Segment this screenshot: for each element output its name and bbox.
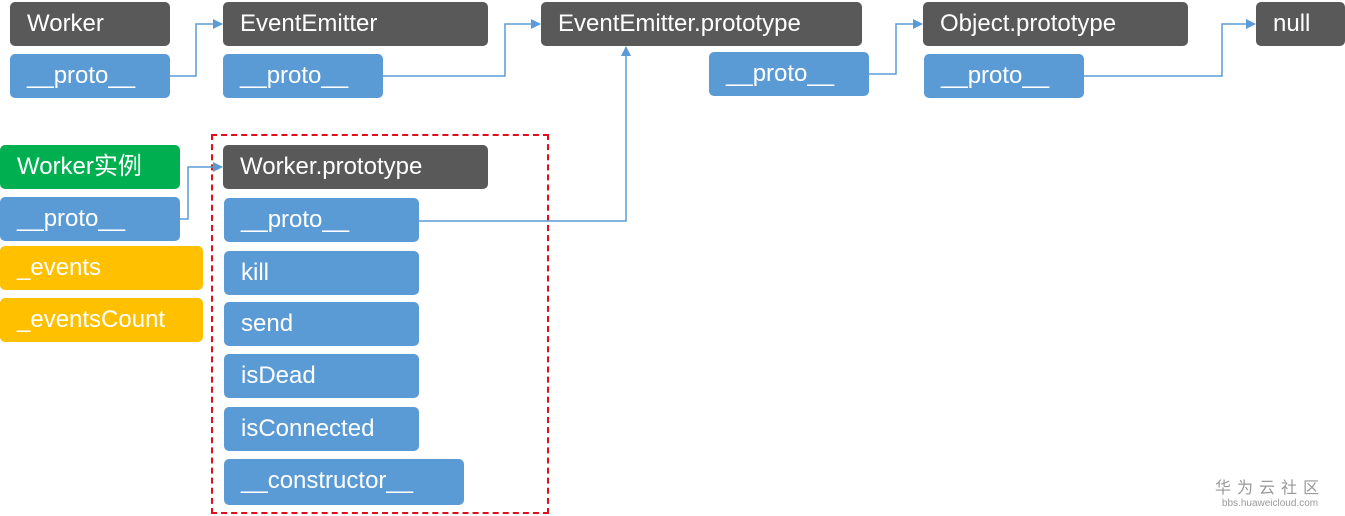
arrow-instance-to-workerprototype xyxy=(180,162,223,220)
eventemitter-prototype-proto: __proto__ xyxy=(709,52,869,96)
eventemitter-proto: __proto__ xyxy=(223,54,383,98)
method-kill: kill xyxy=(224,251,419,295)
method-constructor: __constructor__ xyxy=(224,459,464,505)
worker-instance-node: Worker实例 xyxy=(0,145,180,189)
worker-instance-proto: __proto__ xyxy=(0,197,180,241)
worker-prototype-proto: __proto__ xyxy=(224,198,419,242)
object-prototype-node: Object.prototype xyxy=(923,2,1188,46)
watermark-cn: 华为云社区 xyxy=(1215,480,1326,497)
method-send: send xyxy=(224,302,419,346)
arrow-workerprototype-to-eeprototype xyxy=(419,46,631,222)
instance-prop-eventscount: _eventsCount xyxy=(0,298,203,342)
worker-prototype-highlight-frame xyxy=(211,134,549,514)
arrow-eventemitter-to-eeprototype xyxy=(383,19,541,77)
method-isconnected: isConnected xyxy=(224,407,419,451)
worker-prototype-node: Worker.prototype xyxy=(223,145,488,189)
watermark-url: bbs.huaweicloud.com xyxy=(1221,498,1319,509)
arrow-worker-to-eventemitter xyxy=(170,19,223,77)
eventemitter-node: EventEmitter xyxy=(223,2,488,46)
method-isdead: isDead xyxy=(224,354,419,398)
arrow-objectprototype-to-null xyxy=(1084,19,1256,77)
arrow-eeprototype-to-objectprototype xyxy=(869,19,923,75)
object-prototype-proto: __proto__ xyxy=(924,54,1084,98)
eventemitter-prototype-node: EventEmitter.prototype xyxy=(541,2,862,46)
watermark: 华为云社区 bbs.huaweicloud.com xyxy=(1215,474,1325,509)
worker-node: Worker xyxy=(10,2,170,46)
worker-proto: __proto__ xyxy=(10,54,170,98)
instance-prop-events: _events xyxy=(0,246,203,290)
null-node: null xyxy=(1256,2,1345,46)
